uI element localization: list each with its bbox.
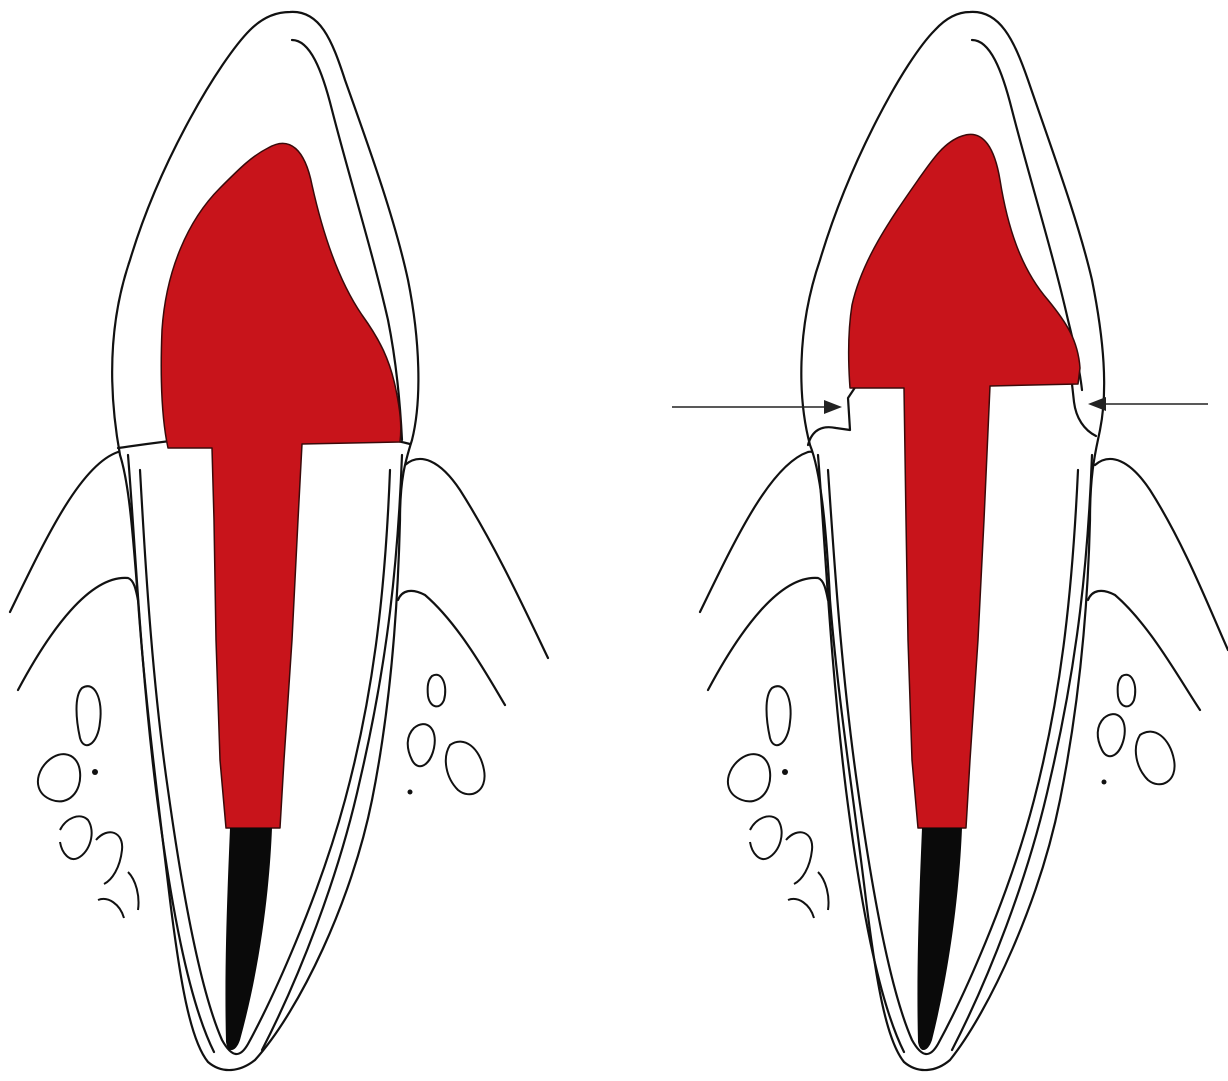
- bone-dot: [408, 790, 413, 795]
- bone-pocket: [818, 872, 829, 910]
- gum-outline-right-inner: [1088, 591, 1200, 710]
- gum-outline-left-outer: [10, 452, 132, 612]
- bone-pocket: [77, 686, 101, 745]
- gum-outline-right-outer: [405, 459, 548, 658]
- bone-dot: [782, 769, 788, 775]
- gum-outline-left-outer: [700, 452, 822, 612]
- bone-pocket: [408, 724, 435, 766]
- gum-outline-right-outer: [1095, 459, 1228, 650]
- bone-pocket: [446, 742, 485, 795]
- bone-pocket: [1118, 675, 1136, 707]
- bone-pocket: [728, 754, 770, 801]
- bone-pocket: [788, 899, 814, 918]
- bone-pocket: [98, 899, 124, 918]
- gum-outline-right-inner: [398, 591, 505, 705]
- bone-pocket: [128, 872, 139, 910]
- bone-pocket: [750, 816, 782, 859]
- bone-pocket: [767, 686, 791, 745]
- bone-dot: [1102, 780, 1107, 785]
- gum-outline-left-inner: [708, 578, 828, 690]
- panel-right: [672, 12, 1228, 1070]
- bone-pocket: [428, 675, 446, 707]
- bone-dot: [92, 769, 98, 775]
- bone-pocket: [786, 832, 812, 884]
- margin-indicator-right: [1088, 397, 1208, 411]
- bone-pocket: [1098, 714, 1125, 756]
- bone-pocket: [38, 754, 80, 801]
- bone-pocket: [1136, 732, 1175, 785]
- panel-left: [10, 12, 548, 1070]
- gum-outline-left-inner: [18, 578, 138, 690]
- bone-pocket: [96, 832, 122, 884]
- bone-pocket: [60, 816, 92, 859]
